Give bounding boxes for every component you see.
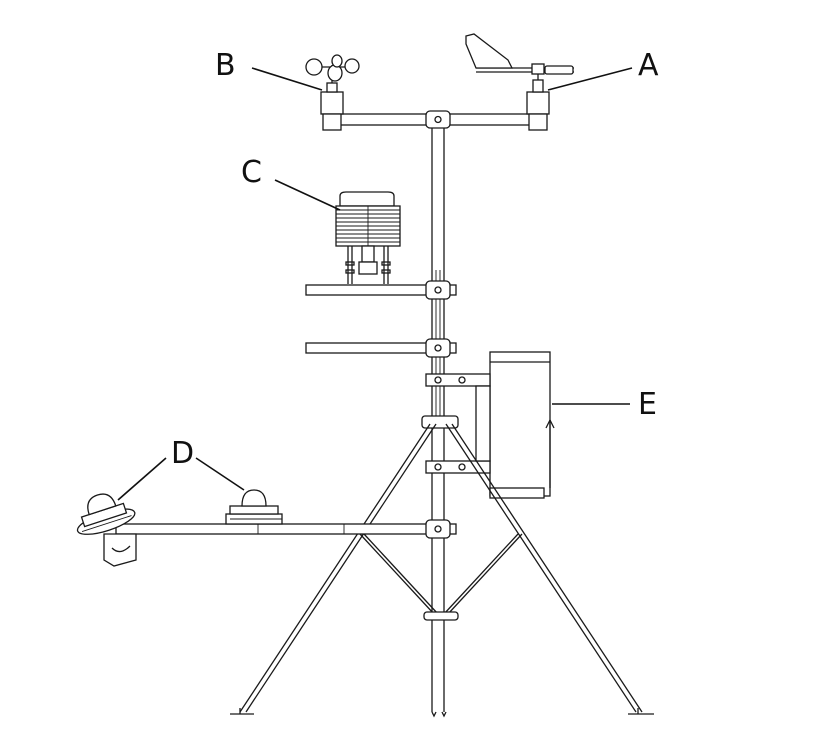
enclosure	[425, 351, 555, 499]
top-crossarm	[333, 110, 545, 129]
leader-a	[547, 67, 633, 91]
label-a: A	[638, 48, 659, 83]
tripod	[230, 415, 654, 715]
shield-arms	[305, 280, 457, 358]
label-e: E	[638, 387, 657, 422]
label-d: D	[171, 436, 195, 471]
sensor-crossarm	[115, 519, 457, 539]
leader-lines	[117, 67, 633, 501]
pyranometer-tilted	[76, 493, 137, 567]
wind-vane	[465, 33, 574, 131]
leader-d2	[195, 457, 245, 491]
leader-b	[251, 67, 323, 91]
pyranometer-level	[225, 489, 283, 525]
leader-d1	[117, 457, 167, 501]
radiation-shield	[335, 191, 401, 284]
leader-c	[274, 179, 341, 211]
label-c: C	[241, 155, 262, 190]
label-b: B	[215, 48, 236, 83]
anemometer	[305, 54, 360, 131]
